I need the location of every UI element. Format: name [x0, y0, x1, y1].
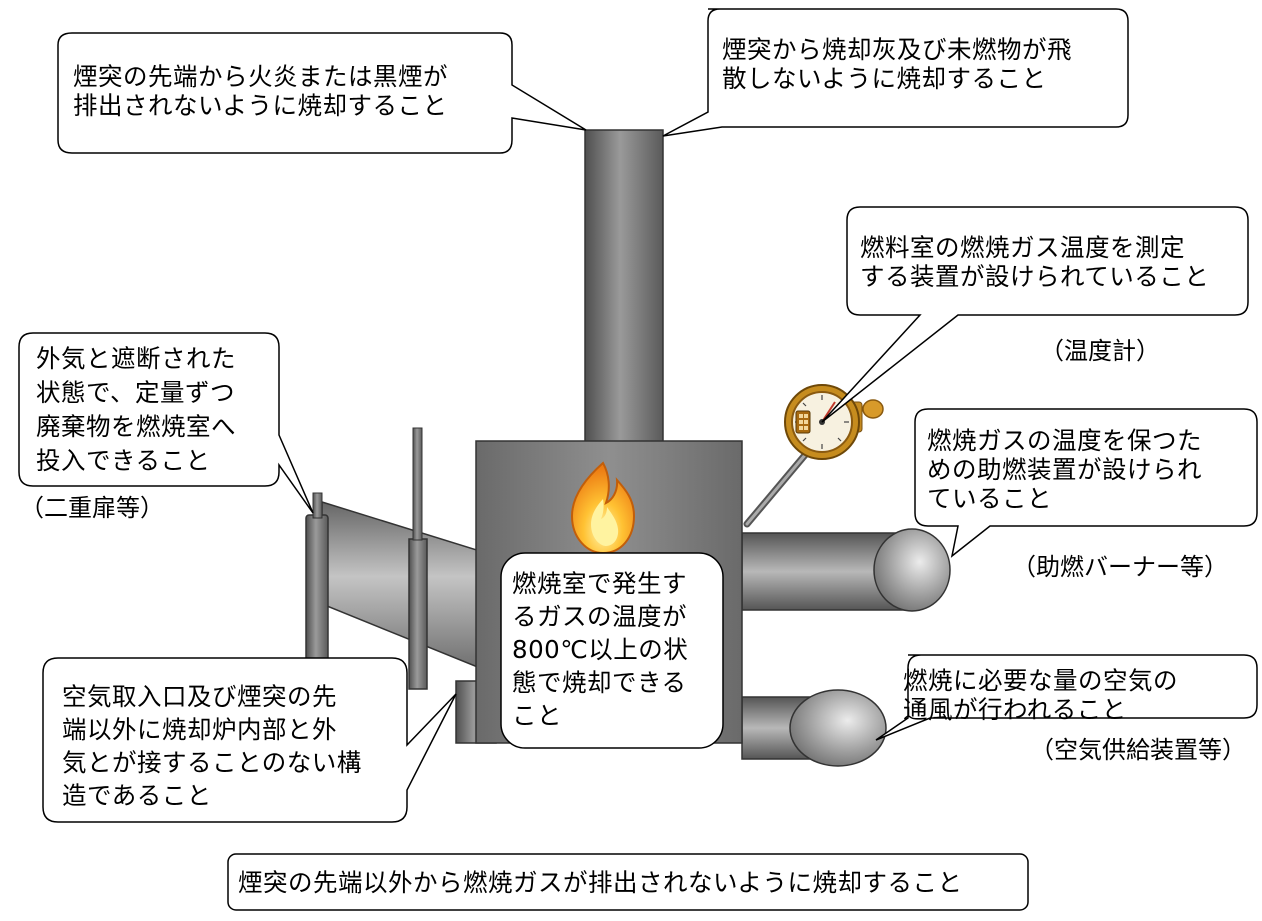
label-thermometer: （温度計）: [1040, 337, 1160, 365]
callout-gas-exhaust: 煙突の先端以外から燃焼ガスが排出されないように焼却すること: [238, 868, 963, 897]
air-supply-pipe-end: [789, 689, 887, 767]
label-air-supply-device: （空気供給装置等）: [1030, 736, 1246, 764]
callout-line: 空気取入口及び煙突の先: [62, 682, 337, 711]
callout-line: るガスの温度が: [512, 602, 687, 631]
callout-line: 燃焼室で発生す: [512, 569, 687, 598]
callout-air-supply: 燃焼に必要な量の空気の 通風が行われること: [903, 666, 1178, 724]
callout-line: 煙突の先端以外から燃焼ガスが排出されないように焼却すること: [238, 868, 963, 897]
callout-line: こと: [512, 701, 562, 730]
callout-line: 排出されないように焼却すること: [73, 91, 448, 120]
callout-bubble-gas-exhaust: [227, 853, 1029, 911]
inner-door-rod: [408, 538, 428, 690]
callout-bubble-air-supply: [875, 654, 1258, 741]
label-double-door: （二重扉等）: [20, 494, 164, 522]
burner-pipe-end: [873, 528, 951, 612]
callout-line: 廃棄物を燃焼室へ: [36, 412, 236, 441]
input-door-handle: [312, 492, 323, 519]
callout-line: 煙突の先端から火炎または黒煙が: [73, 62, 448, 91]
callout-line: 端以外に焼却炉内部と外: [62, 715, 337, 744]
callout-line: 通風が行われること: [903, 695, 1127, 724]
chimney: [584, 129, 664, 443]
callout-combustion-chamber: 燃焼室で発生す るガスの温度が 800℃以上の状 態で焼却できる こと: [512, 567, 688, 732]
input-door-flange: [305, 514, 329, 666]
inner-door-rod-top: [412, 427, 423, 541]
input-chute: [321, 500, 481, 670]
callout-line: 燃焼に必要な量の空気の: [903, 666, 1178, 695]
callout-bubble-combustion-chamber: [500, 552, 724, 749]
callout-line: 800℃以上の状: [512, 635, 689, 664]
callout-airtight-structure: 空気取入口及び煙突の先 端以外に焼却炉内部と外 気とが接することのない構 造であ…: [62, 680, 362, 812]
callout-waste-input: 外気と遮断された 状態で、定量ずつ 廃棄物を燃焼室へ 投入できること: [36, 342, 236, 478]
callout-chimney-flame-smoke: 煙突の先端から火炎または黒煙が 排出されないように焼却すること: [73, 62, 448, 120]
callout-bubble-waste-input: [18, 332, 314, 514]
callout-line: 状態で、定量ずつ: [36, 378, 236, 407]
callout-line: ていること: [927, 484, 1052, 513]
callout-line: 散しないように焼却すること: [722, 64, 1047, 93]
callout-line: めの助燃装置が設けられ: [927, 455, 1202, 484]
callout-bubble-temperature: [821, 206, 1249, 423]
callout-line: 煙突から焼却灰及び未燃物が飛: [722, 35, 1072, 64]
callout-line: 造であること: [62, 781, 212, 810]
callout-bubble-airtight: [42, 657, 457, 823]
callout-auxiliary-burner: 燃焼ガスの温度を保つた めの助燃装置が設けられ ていること: [927, 426, 1202, 513]
callout-line: する装置が設けられていること: [860, 262, 1210, 291]
callout-chimney-ash: 煙突から焼却灰及び未燃物が飛 散しないように焼却すること: [722, 35, 1072, 93]
callout-temperature-measure: 燃料室の燃焼ガス温度を測定 する装置が設けられていること: [860, 233, 1209, 291]
callout-bubble-chimney-flame-smoke: [57, 32, 587, 154]
callout-line: 燃料室の燃焼ガス温度を測定: [860, 233, 1185, 262]
callout-bubble-burner: [914, 408, 1258, 558]
callout-line: 燃焼ガスの温度を保つた: [927, 426, 1202, 455]
callout-line: 気とが接することのない構: [62, 748, 362, 777]
callout-bubble-chimney-ash: [662, 8, 1129, 137]
flame-icon: [570, 461, 636, 555]
label-burner: （助燃バーナー等）: [1012, 553, 1228, 581]
thermometer-gauge-icon: [784, 384, 884, 460]
callout-line: 投入できること: [36, 446, 211, 475]
callout-line: 態で焼却できる: [512, 668, 687, 697]
callout-line: 外気と遮断された: [36, 344, 236, 373]
